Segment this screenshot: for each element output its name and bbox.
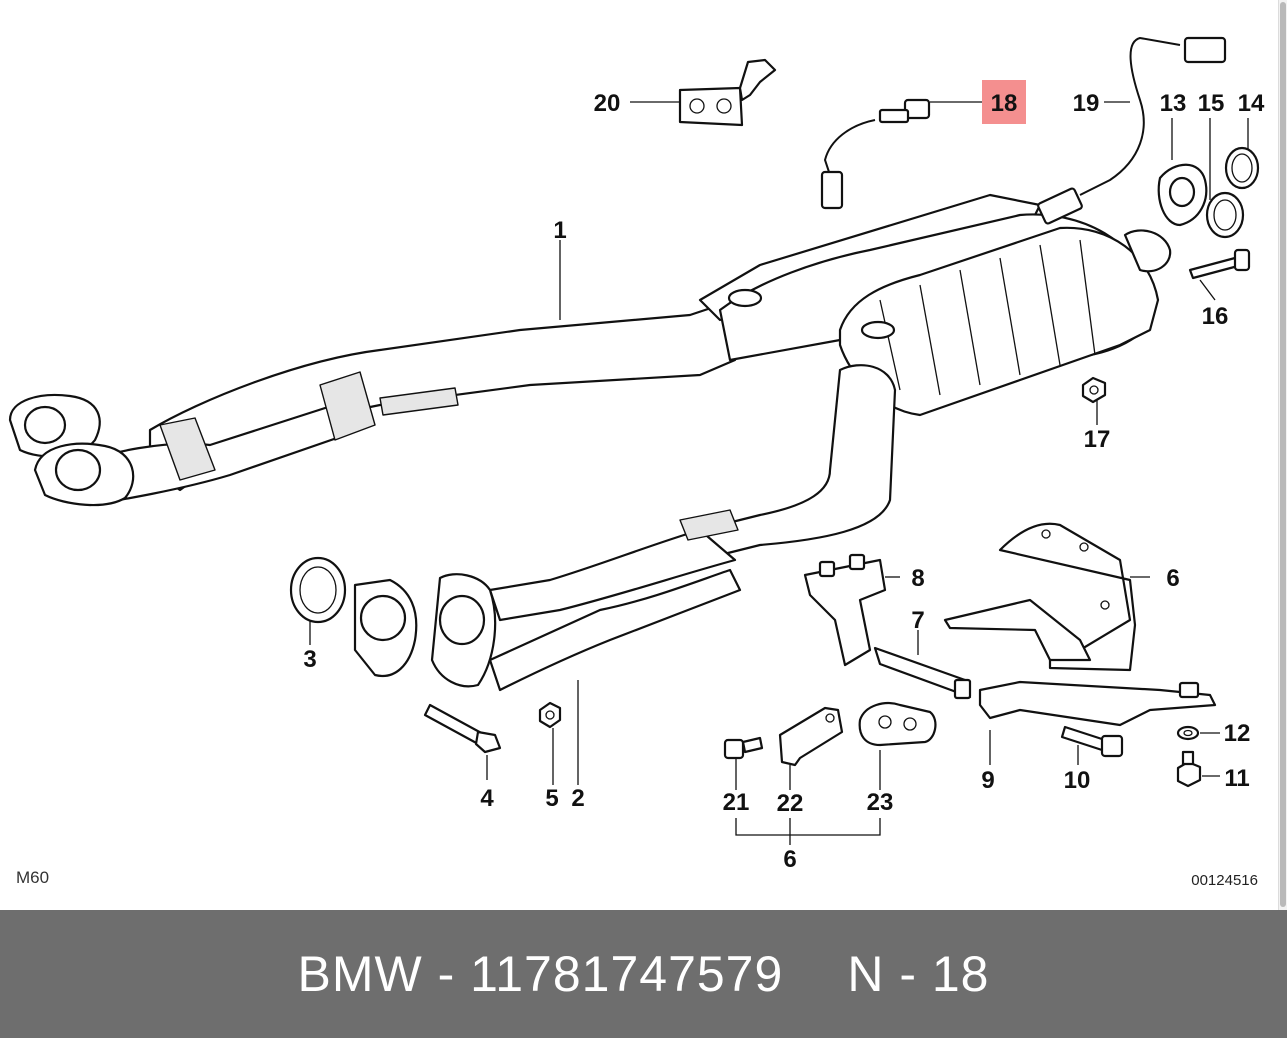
leader-lines: [309, 101, 1249, 845]
callout-14[interactable]: 14: [1238, 90, 1265, 117]
callout-15[interactable]: 15: [1198, 90, 1225, 117]
exhaust-pipe-lower[interactable]: [353, 364, 897, 692]
bracket-8[interactable]: [803, 553, 887, 667]
position-number-text: N - 18: [847, 946, 990, 1002]
nut-5[interactable]: [538, 701, 562, 729]
callout-9[interactable]: 9: [981, 767, 994, 794]
washer-12[interactable]: [1176, 725, 1200, 741]
banner-text: BMW - 11781747579 N - 18: [298, 945, 990, 1003]
callout-18[interactable]: 18: [991, 90, 1018, 117]
callout-21[interactable]: 21: [723, 789, 750, 816]
callout-20[interactable]: 20: [594, 90, 621, 117]
bracket-6[interactable]: [943, 522, 1137, 672]
callout-22[interactable]: 22: [777, 790, 804, 817]
sealing-ring-15[interactable]: [1205, 191, 1245, 239]
callout-19[interactable]: 19: [1073, 90, 1100, 117]
bracket-9[interactable]: [978, 680, 1217, 727]
bolt-11[interactable]: [1176, 750, 1202, 788]
gasket-3[interactable]: [289, 556, 347, 624]
callout-13[interactable]: 13: [1160, 90, 1187, 117]
scrollbar-thumb[interactable]: [1280, 2, 1286, 907]
vertical-scrollbar[interactable]: [1278, 0, 1287, 910]
callout-2[interactable]: 2: [571, 785, 584, 812]
part-number-banner: BMW - 11781747579 N - 18: [0, 910, 1287, 1038]
callout-6-group[interactable]: 6: [783, 846, 796, 873]
callout-7[interactable]: 7: [911, 607, 924, 634]
bracket-20[interactable]: [678, 58, 777, 127]
oxygen-sensor-18[interactable]: [820, 98, 931, 210]
bolt-21[interactable]: [723, 736, 764, 760]
catalytic-converter[interactable]: [698, 193, 1172, 417]
rubber-mount-23[interactable]: [858, 702, 937, 747]
callout-10[interactable]: 10: [1064, 767, 1091, 794]
callout-8[interactable]: 8: [911, 565, 924, 592]
exploded-parts-diagram: 1 2 3 4 5 6 6 7 8 9 10 11 12 13 14 15 16…: [8, 0, 1287, 910]
gasket-13[interactable]: [1157, 163, 1208, 227]
bracket-22[interactable]: [778, 706, 844, 767]
part-number-text: BMW - 11781747579: [297, 946, 784, 1002]
callout-4[interactable]: 4: [480, 785, 494, 812]
callout-12[interactable]: 12: [1224, 720, 1251, 747]
diagram-canvas: 1 2 3 4 5 6 6 7 8 9 10 11 12 13 14 15 16…: [8, 36, 1265, 889]
bolt-10[interactable]: [1060, 725, 1124, 758]
drawing-number: 00124516: [1191, 872, 1258, 889]
callout-1[interactable]: 1: [553, 217, 566, 244]
callout-labels: 1 2 3 4 5 6 6 7 8 9 10 11 12 13 14 15 16…: [303, 90, 1265, 873]
highlight-box-18: [982, 80, 1026, 124]
callout-6[interactable]: 6: [1166, 565, 1179, 592]
callout-16[interactable]: 16: [1202, 303, 1229, 330]
bolt-4[interactable]: [423, 703, 502, 754]
callout-11[interactable]: 11: [1224, 765, 1249, 792]
nut-17[interactable]: [1081, 376, 1107, 404]
callout-23[interactable]: 23: [867, 789, 894, 816]
callout-17[interactable]: 17: [1084, 426, 1111, 453]
bolt-16[interactable]: [1188, 248, 1251, 280]
oxygen-sensor-19[interactable]: [1037, 36, 1227, 225]
callout-3[interactable]: 3: [303, 646, 316, 673]
strap-7[interactable]: [873, 646, 972, 700]
exhaust-pipe-upper[interactable]: [8, 303, 737, 507]
model-code: M60: [16, 868, 49, 887]
callout-5[interactable]: 5: [545, 785, 558, 812]
ring-14[interactable]: [1224, 146, 1260, 190]
